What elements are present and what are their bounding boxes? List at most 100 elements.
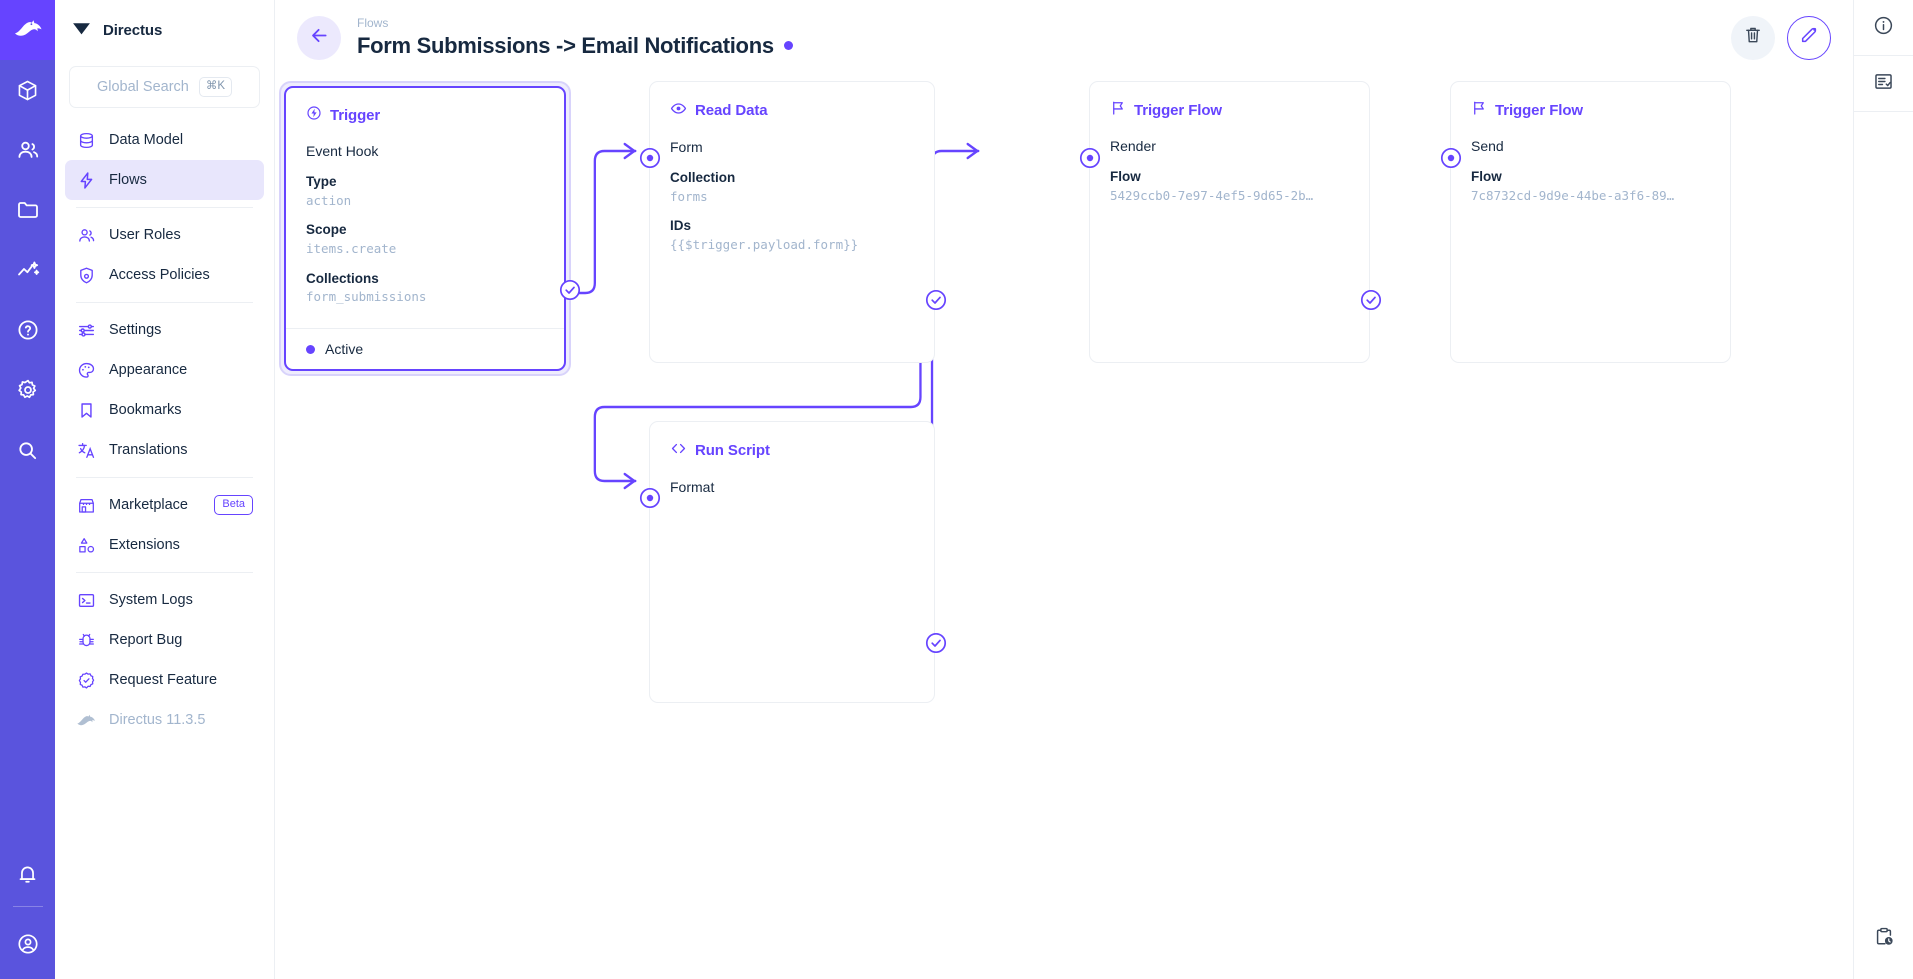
bookmark-icon: [76, 400, 96, 420]
title-row: Form Submissions -> Email Notifications: [357, 33, 793, 59]
node-output-port[interactable]: [558, 278, 582, 302]
sidebar-item-flows[interactable]: Flows: [65, 160, 264, 200]
node-input-port[interactable]: [1439, 146, 1463, 170]
sidebar-item-user-roles[interactable]: User Roles: [65, 215, 264, 255]
field-value: forms: [670, 188, 708, 204]
flag-icon: [1471, 100, 1487, 120]
sidebar-item-label: Settings: [109, 322, 162, 338]
flow-status-dot: [783, 41, 793, 51]
people-icon: [76, 225, 96, 245]
sidebar-item-marketplace[interactable]: Marketplace Beta: [65, 485, 264, 525]
field-value: form_submissions: [306, 289, 427, 305]
page-title: Form Submissions -> Email Notifications: [357, 32, 774, 58]
field-key: Flow: [1471, 169, 1502, 184]
module-insights-button[interactable]: [0, 240, 55, 300]
rail-divider: [12, 906, 43, 907]
sidebar-item-version: Directus 11.3.5: [65, 700, 264, 740]
sidebar-item-request-feature[interactable]: Request Feature: [65, 660, 264, 700]
node-output-port[interactable]: [924, 631, 948, 655]
node-title-label: Run Script: [695, 442, 770, 459]
right-sidebar: [1853, 0, 1913, 979]
status-dot: [306, 344, 315, 354]
node-input-port[interactable]: [1078, 146, 1102, 170]
delete-flow-button[interactable]: [1731, 15, 1775, 60]
flow-node-read-data[interactable]: Read Data Form Collection forms IDs {{$t…: [639, 81, 947, 363]
main-content: Flows Form Submissions -> Email Notifica…: [275, 0, 1853, 979]
bell-notifications-icon: [16, 863, 39, 886]
sidebar-divider: [76, 477, 253, 478]
sidebar-item-label: Directus 11.3.5: [109, 712, 206, 728]
directus-rabbit-logo-icon: [76, 710, 96, 730]
sidebar-item-label: Report Bug: [109, 632, 183, 648]
sidebar-item-label: Translations: [109, 442, 188, 458]
notifications-button[interactable]: [0, 844, 55, 904]
sidebar-item-label: Access Policies: [109, 267, 210, 283]
flow-node-trigger-flow-render[interactable]: Trigger Flow Render Flow 5429ccb0-7e97-4…: [1079, 81, 1382, 363]
module-settings-button[interactable]: [0, 360, 55, 420]
sidebar-item-appearance[interactable]: Appearance: [65, 350, 264, 390]
code-brackets-icon: [670, 440, 687, 461]
global-search-wrap: Global Search ⌘K: [55, 60, 274, 120]
flow-canvas[interactable]: Trigger Event Hook Type action Scope ite…: [275, 75, 1853, 979]
activity-log-button[interactable]: [1854, 899, 1913, 979]
sidebar-item-extensions[interactable]: Extensions: [65, 525, 264, 565]
flow-node-trigger-flow-send[interactable]: Trigger Flow Send Flow 7c8732cd-9d9e-44b…: [1440, 81, 1731, 363]
search-icon: [16, 439, 39, 462]
sidebar-item-label: User Roles: [109, 227, 181, 243]
pencil-icon: [1799, 25, 1819, 50]
sidebar-item-translations[interactable]: Translations: [65, 430, 264, 470]
sidebar-item-access-policies[interactable]: Access Policies: [65, 255, 264, 295]
sidebar-divider: [76, 572, 253, 573]
node-subtitle: Form: [670, 139, 703, 155]
flow-status-row: Active: [286, 328, 564, 369]
node-input-port[interactable]: [638, 146, 662, 170]
sidebar-item-label: Bookmarks: [109, 402, 182, 418]
right-rail-divider: [1854, 55, 1913, 56]
node-output-port[interactable]: [924, 288, 948, 312]
field-key: Type: [306, 174, 337, 189]
flow-node-run-script[interactable]: Run Script Format: [639, 421, 947, 703]
node-title-label: Read Data: [695, 102, 768, 119]
node-subtitle: Event Hook: [306, 143, 379, 159]
directus-rabbit-logo-icon: [13, 16, 43, 45]
breadcrumb[interactable]: Flows: [357, 16, 389, 31]
node-input-port[interactable]: [638, 486, 662, 510]
sidebar-item-bookmarks[interactable]: Bookmarks: [65, 390, 264, 430]
node-title-label: Trigger Flow: [1495, 101, 1583, 119]
sidebar-item-settings[interactable]: Settings: [65, 310, 264, 350]
sidebar-item-label: Flows: [109, 172, 147, 188]
node-output-port[interactable]: [1359, 288, 1383, 312]
module-user-directory-button[interactable]: [0, 120, 55, 180]
flow-node-trigger[interactable]: Trigger Event Hook Type action Scope ite…: [279, 81, 581, 376]
sidebar-item-label: Extensions: [109, 537, 180, 553]
module-search-button[interactable]: [0, 420, 55, 480]
account-button[interactable]: [0, 909, 55, 979]
module-help-button[interactable]: [0, 300, 55, 360]
tune-icon: [76, 320, 96, 340]
module-file-library-button[interactable]: [0, 180, 55, 240]
sidebar-item-data-model[interactable]: Data Model: [65, 120, 264, 160]
palette-icon: [76, 360, 96, 380]
edit-flow-button[interactable]: [1787, 15, 1831, 60]
module-content-button[interactable]: [0, 60, 55, 120]
field-key: IDs: [670, 218, 692, 234]
directus-logo-button[interactable]: [0, 0, 55, 60]
right-rail-divider: [1854, 111, 1913, 112]
global-search-input[interactable]: Global Search ⌘K: [69, 66, 260, 108]
sidebar-item-system-logs[interactable]: System Logs: [65, 580, 264, 620]
clipboard-clock-icon: [1873, 926, 1895, 953]
translate-icon: [76, 440, 96, 460]
back-button[interactable]: [297, 15, 341, 60]
header-actions: [1731, 15, 1831, 60]
status-badge: Active: [325, 341, 364, 357]
node-title: Trigger: [306, 105, 544, 125]
logs-sidebar-button[interactable]: [1854, 56, 1913, 111]
module-bar: [0, 0, 55, 979]
check-badge-icon: [76, 670, 96, 690]
navigation-sidebar: Directus Global Search ⌘K Data Model: [55, 0, 275, 979]
sidebar-item-report-bug[interactable]: Report Bug: [65, 620, 264, 660]
page-header: Flows Form Submissions -> Email Notifica…: [275, 0, 1853, 75]
bolt-icon: [76, 170, 96, 190]
title-block: Flows Form Submissions -> Email Notifica…: [357, 16, 793, 58]
info-sidebar-button[interactable]: [1854, 0, 1913, 55]
